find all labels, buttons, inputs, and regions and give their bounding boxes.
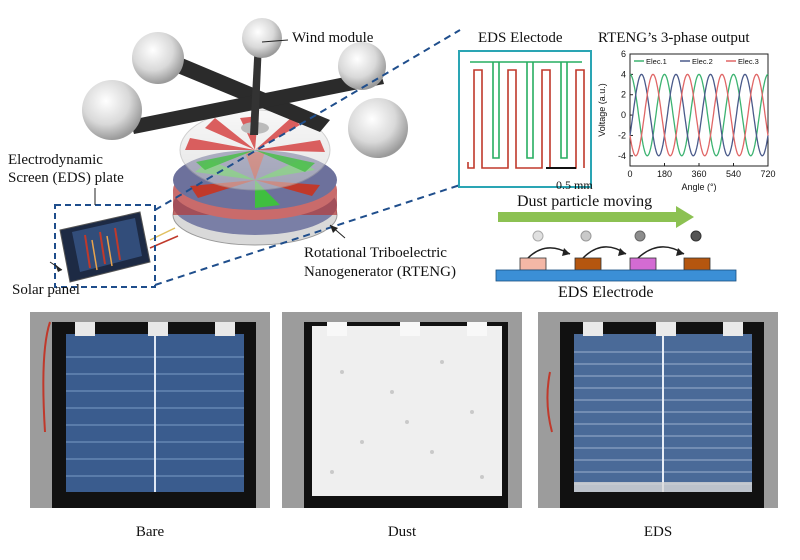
rteng-label-line1: Rotational Triboelectric [304,245,447,261]
dust-particle [634,230,646,242]
y-tick-label: 6 [621,49,626,59]
dust-moving-label: Dust particle moving [517,193,653,210]
y-tick-label: -2 [618,130,626,140]
plot-frame [629,53,769,167]
photo-eds-panel [546,322,764,508]
x-tick-label: 0 [627,169,632,179]
legend-label: Elec.2 [692,57,713,66]
y-tick-label: 0 [621,110,626,120]
caption-bare: Bare [135,524,165,540]
eds-electrode-title: EDS Electode [478,30,563,46]
rteng-disc [172,109,338,246]
electrode-pink [519,257,547,271]
x-tick-label: 360 [691,169,706,179]
wind-module-label: Wind module [292,30,374,46]
eds-electrode-zoom [458,50,592,188]
scale-bar-label: 0.5 mm [556,178,593,192]
y-tick-label: 2 [621,90,626,100]
x-tick-label: 720 [760,169,775,179]
y-tick-label: 4 [621,69,626,79]
photo-bare-panel [42,321,256,508]
series-line-elec3 [629,73,769,157]
x-axis-label: Angle (°) [681,182,716,192]
electrode-red-trace [467,69,585,169]
x-tick-label: 540 [726,169,741,179]
electrode-brown [683,257,711,271]
solar-panel-small [59,211,179,283]
eds-electrode-bottom-label: EDS Electrode [558,284,654,301]
x-tick-label: 180 [657,169,672,179]
wind-module [82,18,408,158]
legend-label: Elec.3 [738,57,759,66]
eds-plate-highlight [54,204,156,288]
eds-plate-label-line2: Screen (EDS) plate [8,170,124,186]
electrode-brown [574,257,602,271]
dust-arrow [498,206,694,228]
dust-moving-schematic [495,206,737,282]
legend-label: Elec.1 [646,57,667,66]
electrode-green-trace [470,61,582,159]
y-axis-label: Voltage (a.u.) [597,83,607,137]
photo-eds [538,312,778,508]
photo-dust [282,312,522,508]
dust-particle [580,230,592,242]
y-tick-label: -4 [618,151,626,161]
caption-eds: EDS [643,524,673,540]
chart-title: RTENG’s 3-phase output [598,30,750,46]
dust-particle [532,230,544,242]
dust-particle [690,230,702,242]
zoom-line-bottom [154,184,461,286]
eds-plate-label-line1: Electrodynamic [8,152,103,168]
solar-panel-label: Solar panel [12,282,80,298]
substrate [495,269,737,282]
rteng-label-line2: Nanogenerator (RTENG) [304,264,456,280]
photo-bare [30,312,270,508]
photo-dust-panel [304,322,508,508]
electrode-magenta [629,257,657,271]
caption-dust: Dust [387,524,417,540]
device-illustration [49,18,461,288]
